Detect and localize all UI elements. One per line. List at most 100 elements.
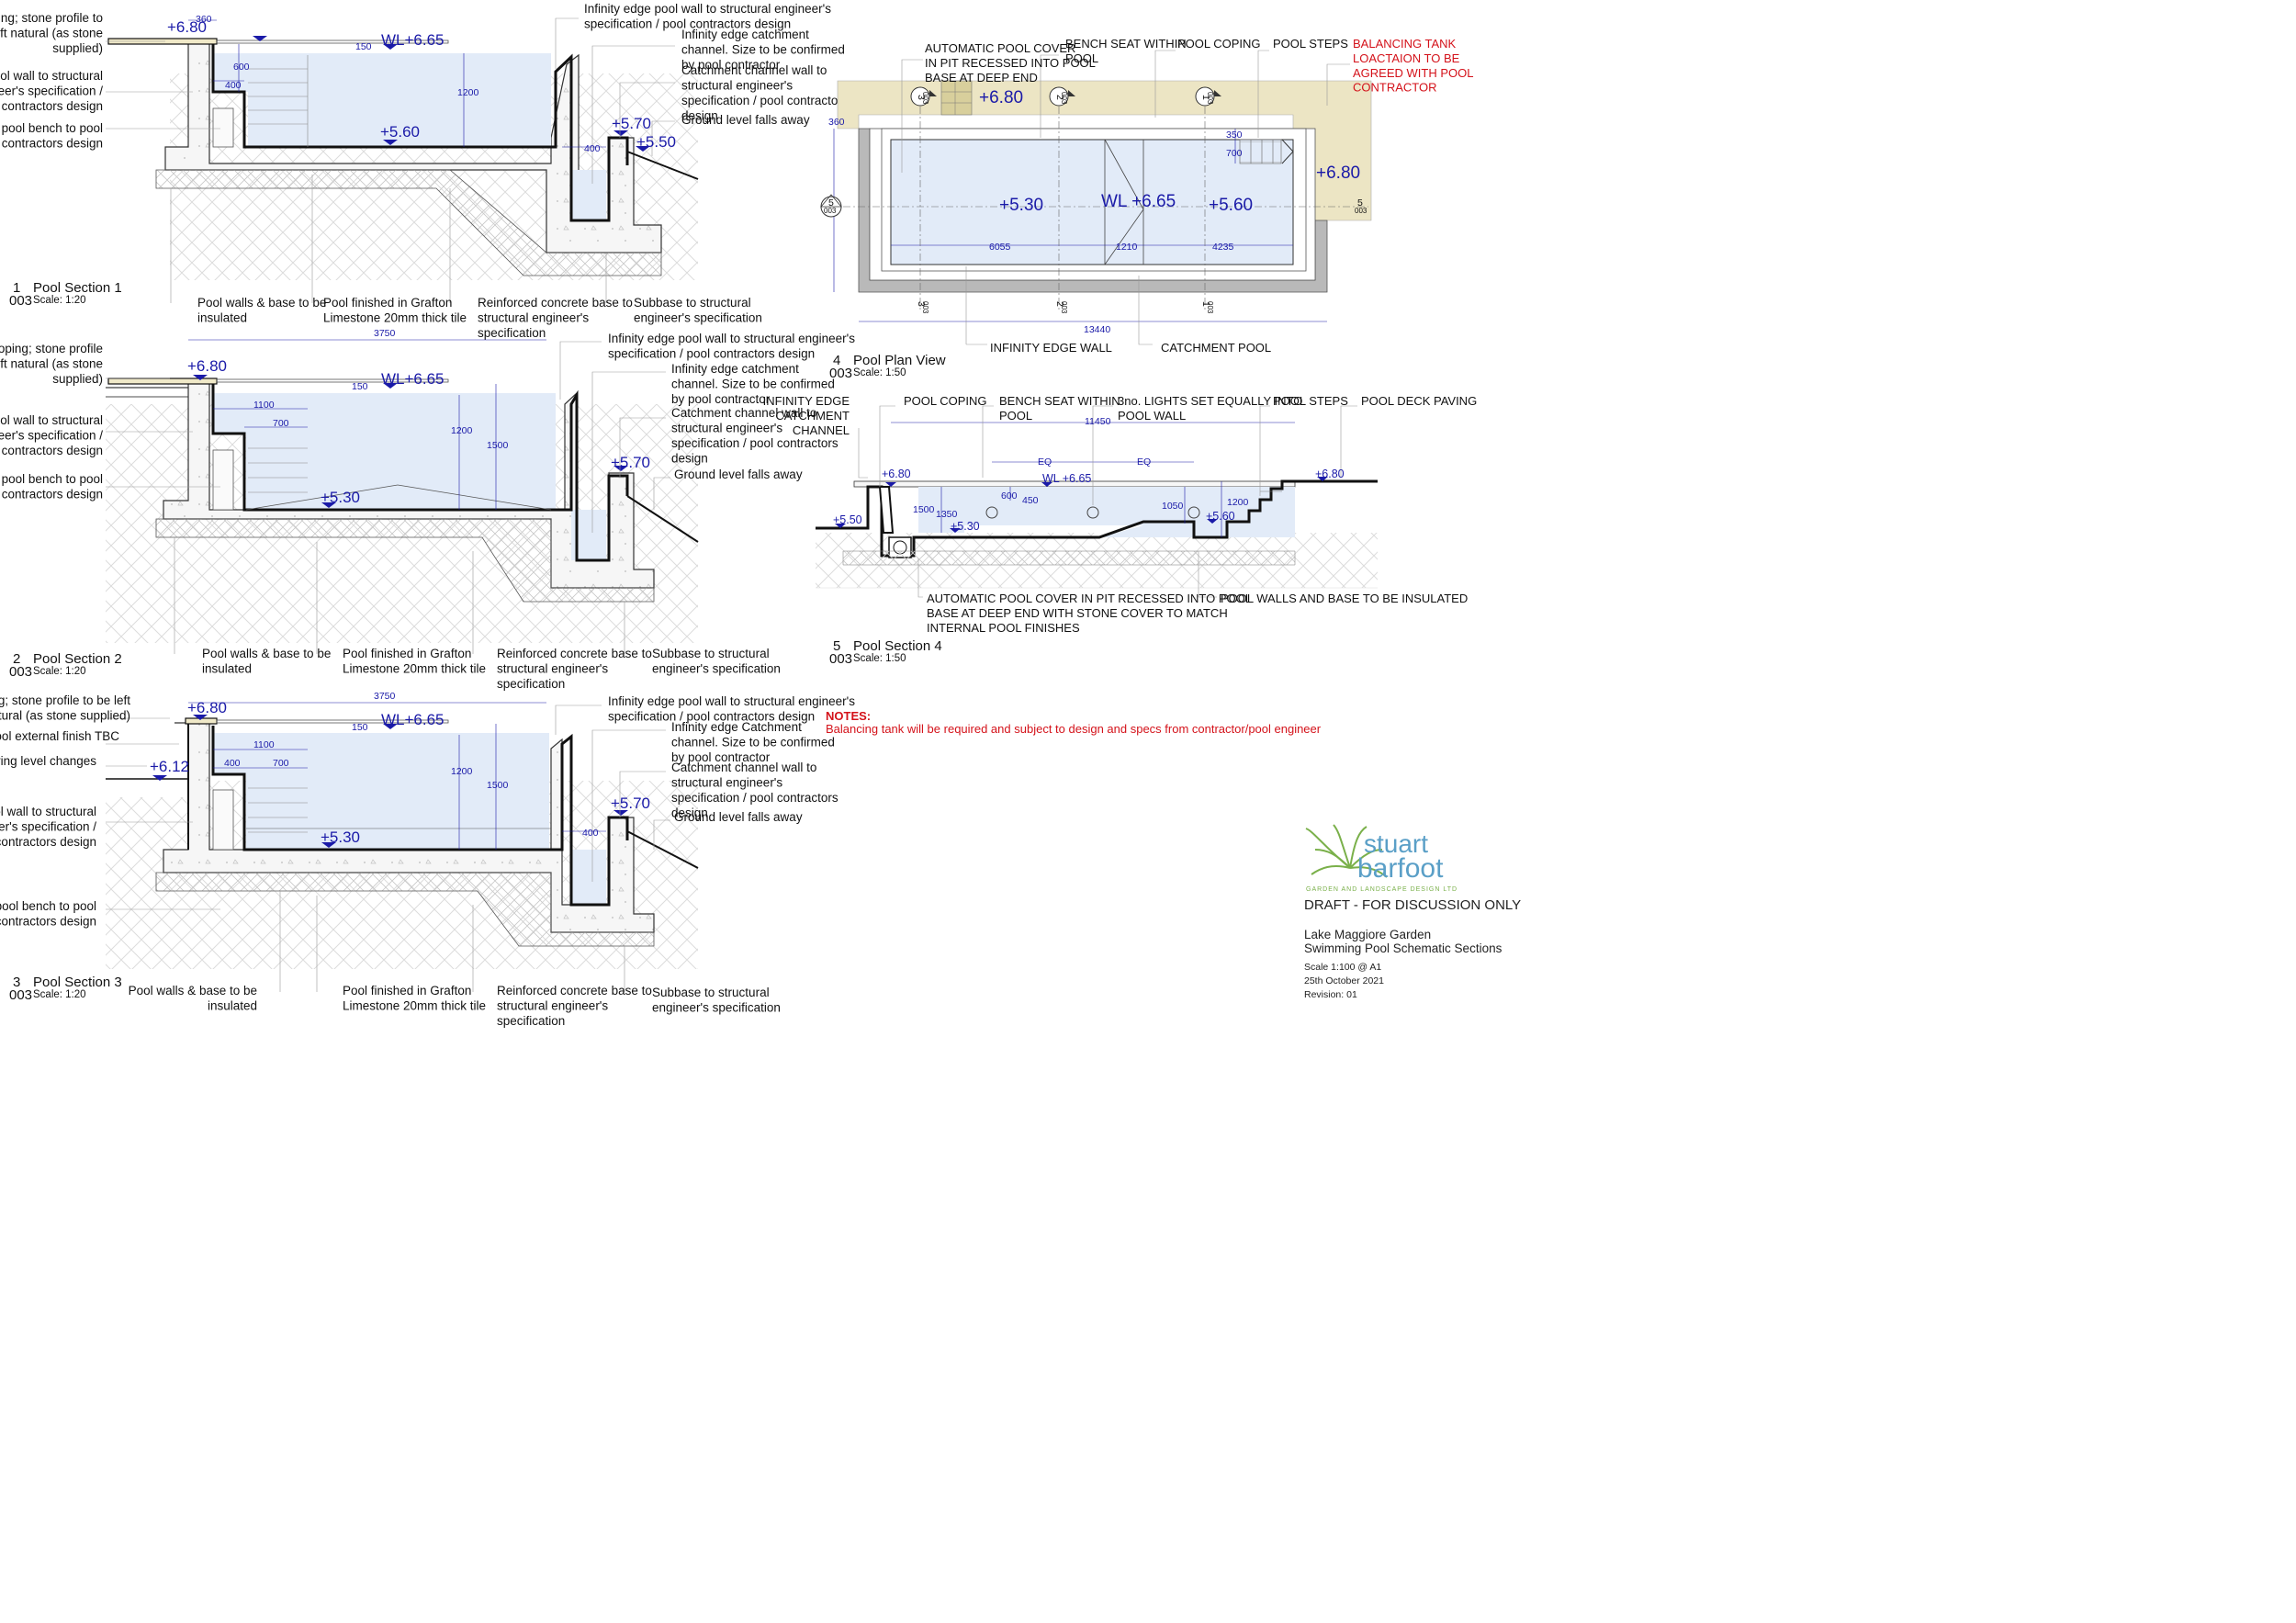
- title-block: stuart barfoot GARDEN AND LANDSCAPE DESI…: [1304, 824, 1521, 1000]
- dim-depth: 1200: [451, 766, 473, 777]
- section4-label: POOL WALLS AND BASE TO BE INSULATED: [1221, 592, 1468, 605]
- dim-wl-gap: 150: [352, 722, 368, 733]
- pool-light-icon: [1187, 506, 1200, 519]
- plan-number: 4: [833, 353, 840, 368]
- right-label: Ground level falls away: [681, 113, 810, 127]
- dim-eq-1: EQ: [1038, 456, 1052, 468]
- section-sheet: 003: [9, 293, 32, 309]
- section-number: 3: [13, 975, 20, 990]
- level-channel-wall: +5.70: [611, 454, 650, 471]
- level-marker-icon: [383, 383, 398, 389]
- level-floor: +5.30: [321, 828, 360, 846]
- dim-coping-width: 360: [196, 14, 212, 25]
- section-marker-sheet: 003: [921, 92, 929, 105]
- section-marker-sheet: 003: [1355, 207, 1367, 215]
- drawing-date: 25th October 2021: [1304, 975, 1384, 986]
- notes-text: Balancing tank will be required and subj…: [826, 722, 1322, 736]
- level-marker-icon: [383, 44, 398, 50]
- section-marker-num: 3: [916, 95, 927, 100]
- dim-overall: 3750: [374, 328, 396, 339]
- dim-depth: 1200: [451, 425, 473, 436]
- dim-bench-a: 400: [224, 758, 241, 769]
- level-marker-icon: [193, 375, 208, 380]
- level-coping: +6.80: [187, 699, 227, 716]
- dim-overall: 3750: [374, 691, 396, 702]
- level-water: WL+6.65: [381, 711, 445, 728]
- dim-depth-2: 1500: [487, 780, 509, 791]
- level-coping-left: +6.80: [882, 468, 911, 480]
- section-scale: Scale: 1:20: [33, 989, 86, 1000]
- level-marker-icon: [321, 502, 336, 508]
- dim-channel-width: 400: [582, 828, 599, 839]
- section-marker-num: 5: [1357, 197, 1363, 209]
- section-sheet: 003: [9, 664, 32, 680]
- right-label: Ground level falls away: [674, 810, 803, 824]
- plan-label: POOL STEPS: [1273, 37, 1348, 51]
- level-deck-left: +6.80: [979, 88, 1023, 107]
- level-marker-icon: [613, 130, 628, 136]
- level-water: WL +6.65: [1042, 472, 1091, 485]
- level-marker-icon: [885, 482, 896, 487]
- dim-ramp-len: 1210: [1116, 242, 1138, 253]
- level-coping: +6.80: [167, 18, 207, 36]
- right-label: Ground level falls away: [674, 468, 803, 481]
- pool-section-3: Pool coping; stone profile to be leftnat…: [0, 691, 855, 1028]
- level-coping: +6.80: [187, 357, 227, 375]
- section-marker-sheet: 003: [1206, 92, 1214, 105]
- section4-label: POOL DECK PAVING: [1361, 394, 1477, 408]
- dim-overall: 13440: [1084, 324, 1110, 335]
- level-shallow: +5.60: [1209, 196, 1253, 215]
- section-marker-num: 2: [1054, 95, 1065, 100]
- dim-shallow-len: 4235: [1212, 242, 1234, 253]
- dim-eq-2: EQ: [1137, 456, 1151, 468]
- notes: NOTES: Balancing tank will be required a…: [826, 709, 1322, 736]
- dim-bench-height: 600: [233, 62, 250, 73]
- section-marker-icon: [1049, 86, 1075, 107]
- section-number: 2: [13, 651, 20, 667]
- drawing-scale: Scale 1:100 @ A1: [1304, 962, 1381, 973]
- level-marker-icon: [193, 715, 208, 720]
- dim-channel-width: 400: [584, 143, 601, 154]
- level-marker-icon: [321, 842, 336, 848]
- level-paving: +6.12: [150, 758, 189, 775]
- dim-deep-len: 6055: [989, 242, 1011, 253]
- pool-light-icon: [1086, 506, 1099, 519]
- status-label: DRAFT - FOR DISCUSSION ONLY: [1304, 897, 1521, 913]
- level-deep: +5.30: [951, 520, 980, 533]
- dim-1500: 1500: [913, 504, 935, 515]
- dim-steps-b: 700: [1226, 148, 1243, 159]
- level-floor: +5.30: [321, 489, 360, 506]
- section-marker-num: 1: [1200, 301, 1211, 307]
- logo-fern-icon: [1305, 824, 1388, 878]
- section4-label: POOL COPING: [904, 394, 987, 408]
- plan-sheet: 003: [829, 366, 852, 381]
- plan-label: INFINITY EDGE WALL: [990, 341, 1112, 355]
- level-water: WL +6.65: [1101, 192, 1176, 211]
- section4-sheet: 003: [829, 651, 852, 667]
- dim-bench-width: 1100: [253, 400, 275, 411]
- level-marker-icon: [383, 724, 398, 729]
- section-number: 1: [13, 280, 20, 296]
- level-channel-wall: +5.70: [612, 115, 651, 132]
- section-title: Pool Section 3: [33, 975, 122, 990]
- section-title: Pool Section 2: [33, 651, 122, 667]
